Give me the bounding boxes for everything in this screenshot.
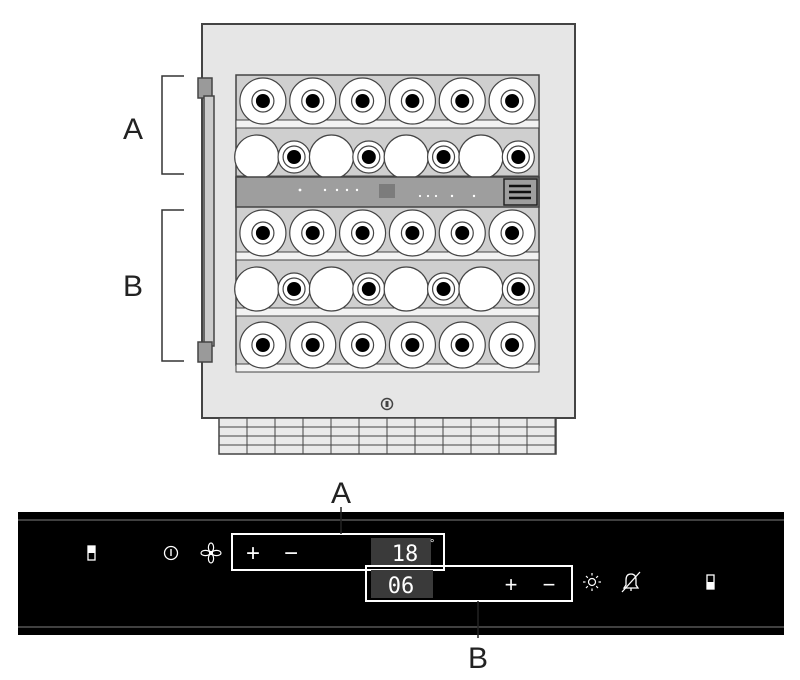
- zone-b-display-bg: [371, 570, 433, 598]
- wine-bottle: [352, 140, 386, 174]
- wine-bottle: [426, 272, 461, 306]
- shelf-row: [235, 209, 540, 261]
- zone-label-b: B: [123, 270, 143, 303]
- wine-bottle: [289, 209, 337, 257]
- menu-icon[interactable]: [503, 178, 538, 206]
- zone-bracket-a: [161, 75, 184, 175]
- shelf-row: [235, 77, 540, 129]
- zone-a-plus-button[interactable]: +: [246, 540, 260, 567]
- wine-bottle: [234, 266, 280, 312]
- wine-bottle: [438, 321, 486, 369]
- wine-bottle: [352, 272, 386, 306]
- wine-bottle: [234, 134, 280, 180]
- shelf-row: [234, 266, 540, 317]
- wine-bottle: [458, 134, 504, 180]
- wine-bottle: [289, 321, 337, 369]
- wine-bottle: [488, 321, 536, 369]
- wine-bottle: [239, 77, 287, 125]
- zone-a-unit: °: [430, 538, 434, 550]
- fan-icon[interactable]: [200, 542, 222, 564]
- wine-bottle: [501, 140, 535, 174]
- control-panel: + − 18 ° 06 + −: [18, 512, 784, 635]
- wine-bottle: [488, 77, 536, 125]
- wine-bottle: [239, 209, 287, 257]
- wine-bottle: [289, 77, 337, 125]
- wine-bottle: [383, 134, 429, 180]
- zone-b-minus-button[interactable]: −: [543, 572, 556, 597]
- wine-bottle: [338, 77, 387, 125]
- cabinet: A B: [123, 23, 576, 455]
- ventilation-grille: [218, 417, 557, 455]
- wine-bottle: [308, 134, 355, 180]
- zone-left-icon[interactable]: [87, 545, 96, 561]
- zone-a-display-bg: [371, 538, 431, 566]
- wine-bottle: [438, 209, 486, 257]
- wine-bottle: [501, 272, 535, 306]
- door-handle[interactable]: [197, 77, 215, 363]
- wine-bottle: [388, 321, 437, 369]
- power-icon[interactable]: [163, 545, 179, 561]
- wine-bottle: [383, 266, 429, 312]
- strip-indicator-dots: [298, 188, 476, 198]
- light-icon[interactable]: [583, 573, 601, 591]
- wine-bottle: [488, 209, 536, 257]
- zone-a-temperature: 18: [392, 542, 419, 567]
- wine-bottle: [388, 77, 437, 125]
- zone-a-minus-button[interactable]: −: [284, 540, 298, 567]
- wine-bottle: [338, 321, 387, 369]
- wine-bottle: [438, 77, 486, 125]
- shelf-row: [235, 321, 540, 373]
- wine-bottle: [308, 266, 355, 312]
- inner-control-strip: [235, 176, 540, 208]
- wine-bottle: [338, 209, 387, 257]
- wine-bottle: [388, 209, 437, 257]
- zone-b-highlight: [365, 565, 573, 602]
- wine-bottle: [458, 266, 504, 312]
- callout-label-a: A: [331, 477, 351, 510]
- lock-icon[interactable]: [380, 397, 394, 411]
- wine-shelves: [234, 77, 540, 373]
- zone-b-plus-button[interactable]: +: [505, 572, 518, 597]
- zone-label-a: A: [123, 113, 143, 146]
- strip-display: [379, 184, 395, 198]
- zone-bracket-b: [161, 209, 184, 362]
- zone-right-icon[interactable]: [706, 574, 715, 590]
- alarm-off-icon[interactable]: [621, 571, 641, 593]
- zone-a-highlight: [231, 533, 445, 571]
- wine-bottle: [277, 272, 311, 306]
- wine-bottle: [277, 140, 311, 174]
- zone-b-temperature: 06: [388, 574, 415, 599]
- wine-bottle: [426, 140, 461, 174]
- wine-bottle: [239, 321, 287, 369]
- callout-label-b: B: [468, 642, 488, 675]
